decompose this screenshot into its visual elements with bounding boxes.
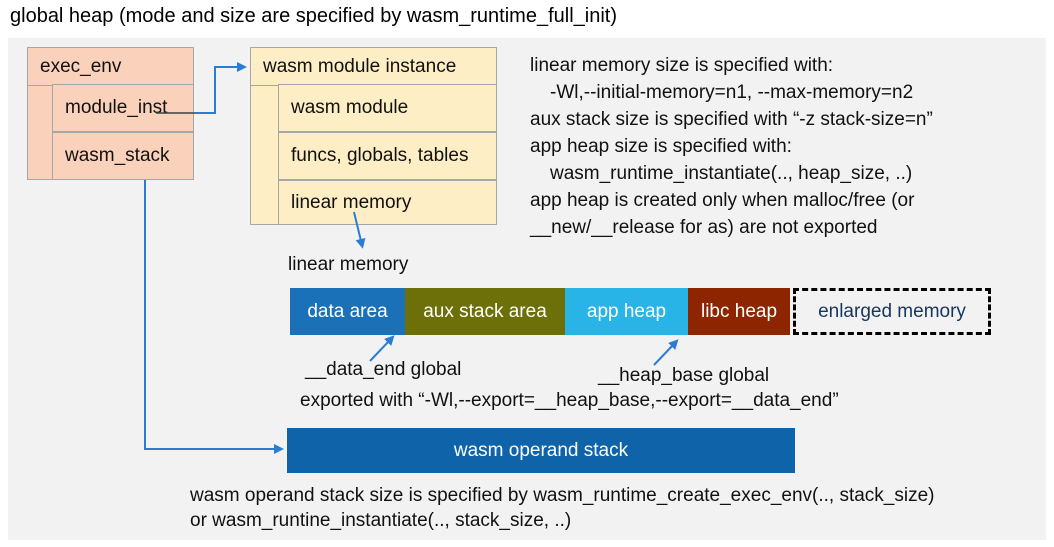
segment-aux-stack-area: aux stack area <box>405 288 565 335</box>
note-line: app heap size is specified with: <box>530 136 792 157</box>
arrow-module-inst-to-instance <box>194 62 247 114</box>
note-line: wasm_runtime_instantiate(.., heap_size, … <box>550 163 913 184</box>
footer-line: wasm operand stack size is specified by … <box>190 485 935 506</box>
wasm-operand-stack-bar: wasm operand stack <box>287 428 795 473</box>
diagram-canvas: exec_env module_inst wasm_stack wasm mod… <box>8 38 1046 540</box>
arrow-data-end-to-bar <box>369 335 395 362</box>
arrow-heap-base-to-bar <box>653 339 679 366</box>
data-end-global-label: __data_end global <box>305 359 462 380</box>
heap-base-global-label: __heap_base global <box>598 365 770 386</box>
note-line: __new/__release for as) are not exported <box>530 217 878 238</box>
segment-enlarged-memory: enlarged memory <box>793 288 991 335</box>
segment-data-area: data area <box>290 288 405 335</box>
note-line: -Wl,--initial-memory=n1, --max-memory=n2 <box>550 82 914 103</box>
wasm-stack-cell: wasm_stack <box>52 132 194 180</box>
operand-stack-notes: wasm operand stack size is specified by … <box>190 483 935 533</box>
segment-app-heap: app heap <box>565 288 688 335</box>
memory-notes: linear memory size is specified with: -W… <box>530 52 1035 241</box>
funcs-globals-tables-cell: funcs, globals, tables <box>278 132 497 180</box>
linear-memory-bar: data area aux stack area app heap libc h… <box>290 288 790 335</box>
module-instance-title: wasm module instance <box>251 48 496 86</box>
segment-libc-heap: libc heap <box>688 288 790 335</box>
linear-memory-label: linear memory <box>288 254 409 275</box>
footer-line: or wasm_runtine_instantiate(.., stack_si… <box>190 510 572 531</box>
wasm-module-cell: wasm module <box>278 84 497 132</box>
note-line: linear memory size is specified with: <box>530 55 834 76</box>
exec-env-title: exec_env <box>28 48 193 86</box>
export-note-label: exported with “-Wl,--export=__heap_base,… <box>300 390 839 411</box>
linear-memory-cell: linear memory <box>278 180 497 225</box>
module-inst-cell: module_inst <box>52 84 194 132</box>
diagram-title: global heap (mode and size are specified… <box>10 5 617 27</box>
note-line: aux stack size is specified with “-z sta… <box>530 109 933 130</box>
note-line: app heap is created only when malloc/fre… <box>530 190 915 211</box>
